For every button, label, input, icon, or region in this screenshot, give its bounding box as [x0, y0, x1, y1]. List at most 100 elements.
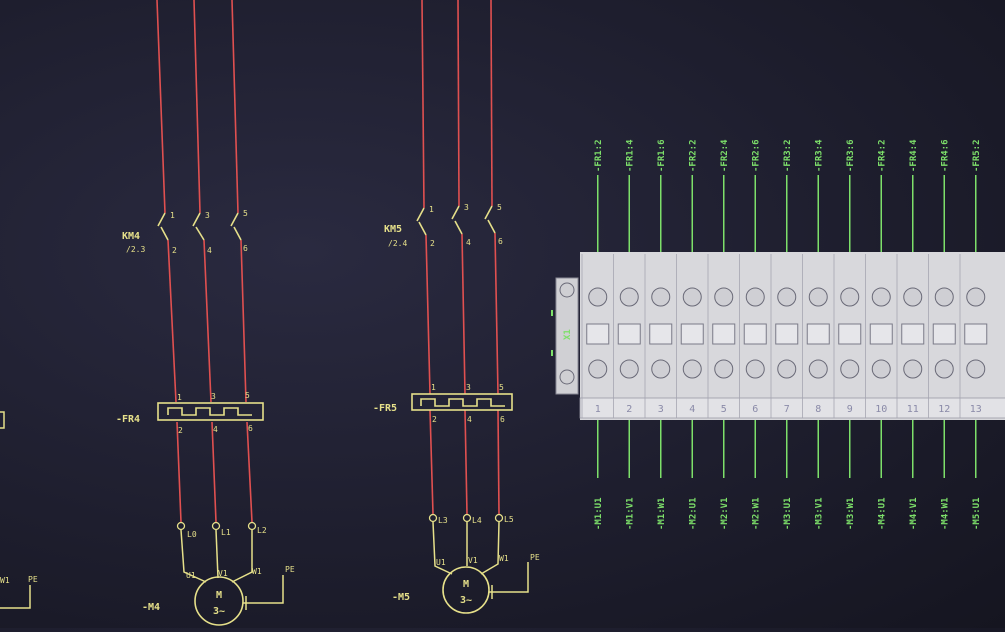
left-pe-label: PE: [28, 575, 38, 584]
wire-m5-l2-mid: [461, 233, 466, 395]
motor-name-m4: -M4: [142, 602, 160, 613]
overload-fr4: [157, 402, 264, 421]
terminal-bridge: [586, 323, 610, 345]
left-edge-fragment: W1 PE: [0, 411, 38, 609]
motor-m5-symbol: [442, 566, 490, 614]
motor-m5-phase: 3~: [460, 595, 472, 606]
terminal-screw-top: [903, 287, 923, 307]
fr5-bot-4: 4: [467, 415, 472, 424]
km5-blade-3: [487, 219, 496, 234]
terminal-screw-bottom: [966, 359, 986, 379]
terminal-bridge: [869, 323, 893, 345]
m4-motor-term-u1: U1: [186, 571, 196, 580]
terminal-top-label: -FR4:6: [940, 139, 950, 172]
terminal-5: 5-FR2:4-M2:V1: [707, 139, 736, 530]
fr4-thermal-element: [167, 407, 252, 416]
terminal-screw-top: [934, 287, 954, 307]
m4-terminal-point-3: [247, 521, 257, 531]
end-clamp-screw-bottom: [559, 369, 575, 385]
terminal-top-label: -FR4:4: [909, 139, 919, 172]
m5-line-label-3: L5: [504, 515, 514, 524]
km4-term-4: 4: [207, 246, 212, 255]
end-clamp-screw-top: [559, 282, 575, 298]
m5-motor-term-u1: U1: [436, 558, 446, 567]
km5-blade-2: [454, 220, 463, 235]
terminal-top-label: -FR2:4: [720, 139, 730, 172]
terminal-number: 2: [626, 404, 632, 415]
wire-m4-v1: [215, 529, 219, 579]
contactor-ref-km4: /2.3: [126, 245, 145, 254]
terminal-bridge: [617, 323, 641, 345]
m4-terminal-point-2: [211, 521, 221, 531]
wire-m4-l1-mid: [167, 239, 177, 403]
terminal-number: 3: [658, 404, 664, 415]
terminal-9: 9-FR3:6-M3:W1: [833, 139, 862, 530]
motor-m4-phase: 3~: [213, 606, 225, 617]
contactor-name-km4: KM4: [122, 231, 140, 242]
terminal-screw-bottom: [840, 359, 860, 379]
circuit-m4: KM4 /2.3 1 3 5 2 4 6 -FR4 1 3 5 2 4 6 L0…: [116, 0, 295, 626]
km5-term-1: 1: [429, 205, 434, 214]
motor-m4-symbol: [194, 576, 244, 626]
km5-term-5: 5: [497, 203, 502, 212]
fr4-bot-2: 2: [178, 426, 183, 435]
terminal-number: 5: [721, 404, 727, 415]
terminal-bottom-label: -M3:W1: [846, 497, 856, 530]
terminal-1: 1-FR1:2-M1:U1: [581, 139, 610, 530]
motor-name-m5: -M5: [392, 592, 410, 603]
fr5-top-1: 1: [431, 383, 436, 392]
wire-m4-l2-low: [211, 421, 217, 523]
terminal-top-label: -FR3:4: [814, 139, 824, 172]
terminal-bridge: [901, 323, 925, 345]
terminal-13: 13-FR5:2-M5:U1: [959, 139, 988, 530]
overload-fr5: [411, 393, 513, 411]
circuit-m5: KM5 /2.4 1 3 5 2 4 6 -FR5 1 3 5 2 4 6 L3…: [373, 0, 540, 614]
m5-pe-wire: [489, 562, 529, 593]
km5-term-6: 6: [498, 237, 503, 246]
terminal-number: 1: [595, 404, 601, 415]
wires-m5-lower: [432, 521, 500, 575]
wire-m4-u1: [180, 529, 207, 583]
terminal-bottom-label: -M2:U1: [688, 497, 698, 530]
terminal-screw-top: [588, 287, 608, 307]
wire-m4-l3-low: [246, 421, 253, 523]
km4-term-3: 3: [205, 211, 210, 220]
fr5-top-5: 5: [499, 383, 504, 392]
wire-m4-l2-mid: [203, 239, 212, 403]
terminal-11: 11-FR4:4-M4:V1: [896, 139, 925, 530]
fr5-bot-2: 2: [432, 415, 437, 424]
terminal-bridge: [806, 323, 830, 345]
fr4-top-3: 3: [211, 392, 216, 401]
terminal-screw-top: [777, 287, 797, 307]
power-wires-m4: [156, 0, 253, 523]
m5-line-label-1: L3: [438, 516, 448, 525]
m4-pe-wire: [243, 575, 284, 604]
terminal-10: 10-FR4:2-M4:U1: [865, 139, 893, 530]
km4-term-1: 1: [170, 211, 175, 220]
wire-m4-l3-top: [231, 0, 239, 214]
terminal-screw-top: [840, 287, 860, 307]
m4-line-label-1: L0: [187, 530, 197, 539]
terminal-screw-bottom: [871, 359, 891, 379]
terminal-number: 4: [689, 404, 695, 415]
overload-name-fr4: -FR4: [116, 414, 140, 425]
terminal-bottom-label: -M4:W1: [940, 497, 950, 530]
terminal-bridge: [712, 323, 736, 345]
terminal-top-label: -FR3:2: [783, 139, 793, 172]
terminal-screw-bottom: [777, 359, 797, 379]
fr5-bot-6: 6: [500, 415, 505, 424]
m4-motor-term-v1: V1: [218, 569, 228, 578]
terminal-top-label: -FR5:2: [972, 139, 982, 172]
terminal-bridge: [775, 323, 799, 345]
km5-term-4: 4: [466, 238, 471, 247]
fr4-top-1: 1: [177, 393, 182, 402]
wire-m4-l1-top: [156, 0, 166, 214]
terminal-cells: 1-FR1:2-M1:U12-FR1:4-M1:V13-FR1:6-M1:W14…: [581, 139, 988, 530]
terminal-top-label: -FR3:6: [846, 139, 856, 172]
terminal-3: 3-FR1:6-M1:W1: [644, 139, 673, 530]
m5-terminal-point-1: [428, 513, 438, 523]
terminal-bridge: [680, 323, 704, 345]
terminal-top-label: -FR1:6: [657, 139, 667, 172]
m5-pe-label: PE: [530, 553, 540, 562]
end-clamp: [555, 277, 579, 395]
